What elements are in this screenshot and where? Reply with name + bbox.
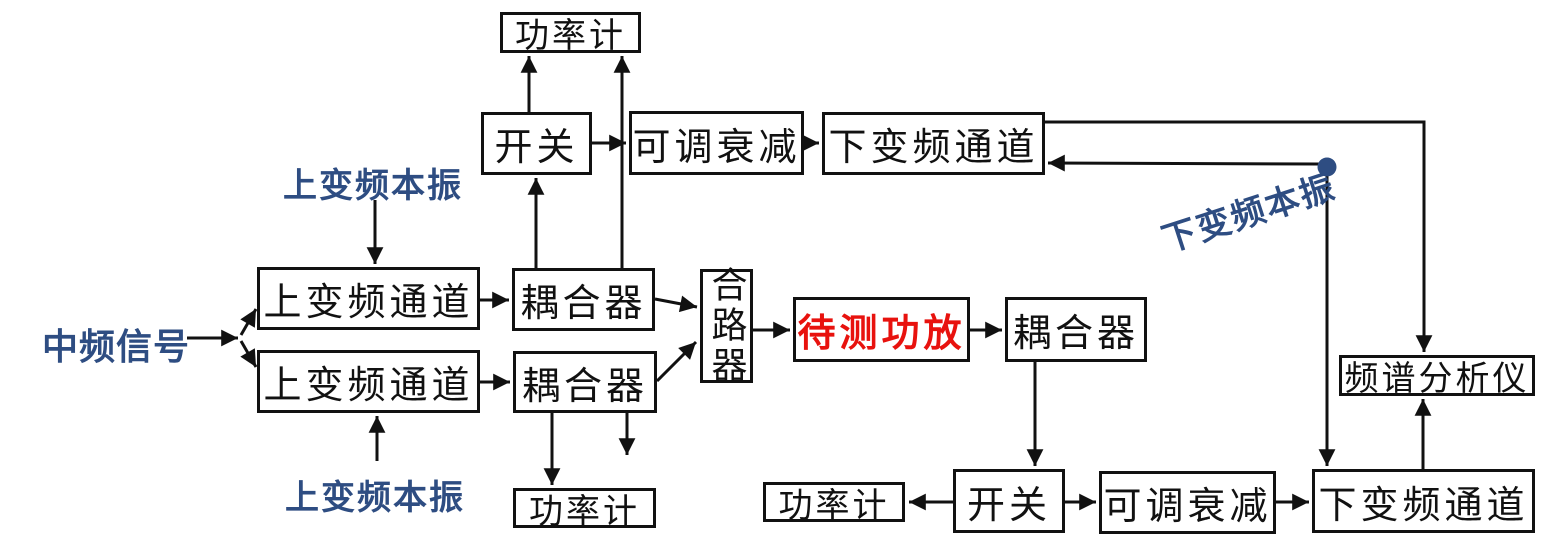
node-label: 待测功放 xyxy=(797,313,966,355)
node-label: 上变频通道 xyxy=(263,365,474,407)
connector-coupler-to-combiner-bot xyxy=(655,340,698,383)
node-upconverter-bottom: 上变频通道 xyxy=(257,350,480,413)
node-dut-amplifier: 待测功放 xyxy=(793,297,970,362)
label-if-signal: 中频信号 xyxy=(42,327,191,367)
node-switch-top: 开关 xyxy=(481,112,592,175)
connector-coupler-to-combiner-top xyxy=(654,295,698,313)
node-label: 频谱分析仪 xyxy=(1344,361,1530,398)
label-lo-upconv-top: 上变频本振 xyxy=(283,168,463,205)
node-label: 耦合器 xyxy=(521,365,648,408)
node-downconverter-bottom: 下变频通道 xyxy=(1312,469,1535,533)
connector-if-branch-down xyxy=(239,340,258,368)
node-label: 功率计 xyxy=(778,487,890,525)
node-label: 上变频通道 xyxy=(263,282,474,324)
node-switch-bottom: 开关 xyxy=(953,469,1065,533)
node-downconverter-top: 下变频通道 xyxy=(822,112,1045,175)
node-label: 开关 xyxy=(494,127,579,169)
node-attenuator-top: 可调衰减 xyxy=(629,111,804,175)
node-label: 开关 xyxy=(966,484,1051,527)
connector-downconv-loop-to-analyzer xyxy=(1045,120,1433,352)
node-label: 下变频通道 xyxy=(1318,484,1529,527)
node-label: 下变频通道 xyxy=(828,127,1039,169)
node-power-meter-top: 功率计 xyxy=(500,12,641,55)
node-power-meter-left: 功率计 xyxy=(513,488,656,531)
node-upconverter-top: 上变频通道 xyxy=(257,267,480,330)
node-coupler-bottom: 耦合器 xyxy=(513,351,657,413)
node-label: 耦合器 xyxy=(520,283,647,325)
node-spectrum-analyzer: 频谱分析仪 xyxy=(1339,355,1535,398)
lo-junction-dot xyxy=(1317,157,1337,177)
node-label: 可调衰减 xyxy=(632,126,801,169)
node-label: 可调衰减 xyxy=(1103,486,1272,528)
node-label: 合路器 xyxy=(706,266,747,386)
node-label: 耦合器 xyxy=(1012,313,1139,355)
node-combiner: 合路器 xyxy=(700,266,753,386)
node-label: 功率计 xyxy=(529,493,640,531)
label-lo-upconv-bottom: 上变频本振 xyxy=(285,480,465,517)
node-coupler-right: 耦合器 xyxy=(1005,297,1147,362)
node-coupler-top: 耦合器 xyxy=(512,268,655,331)
node-attenuator-bottom: 可调衰减 xyxy=(1099,471,1276,534)
connector-lo-down-left xyxy=(1047,154,1320,172)
connector-if-branch-up xyxy=(239,308,258,336)
node-power-meter-middle: 功率计 xyxy=(763,482,905,525)
node-label: 功率计 xyxy=(515,18,626,55)
